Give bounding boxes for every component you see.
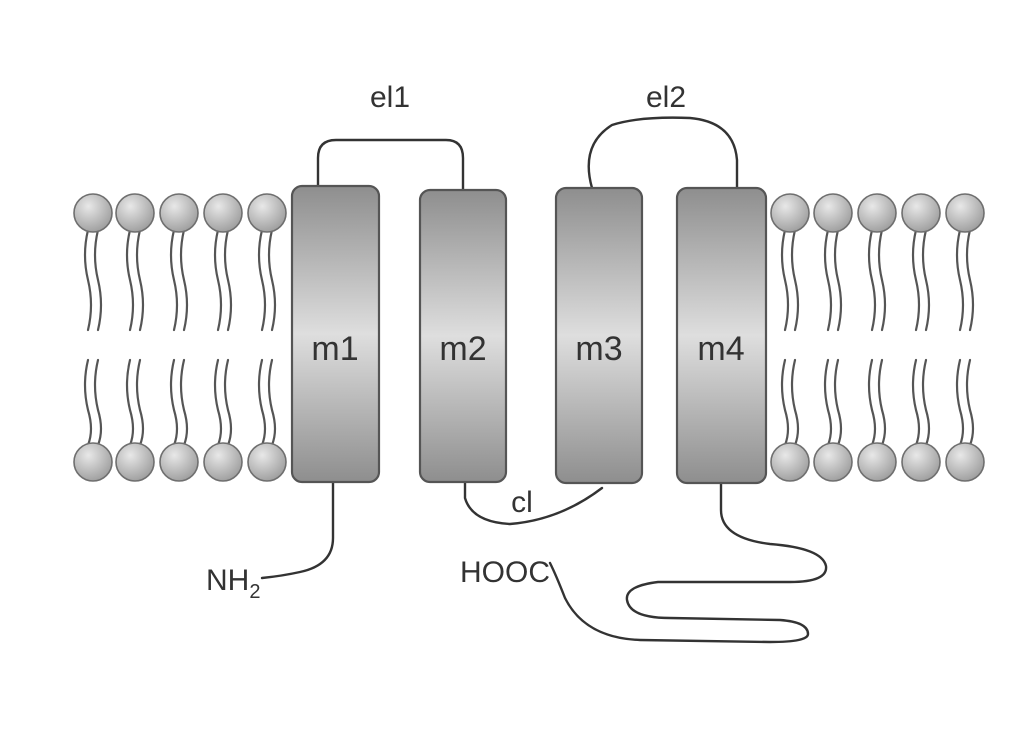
- n-terminus-subscript: 2: [249, 581, 260, 603]
- n-terminus-main: NH: [206, 564, 249, 597]
- c-terminus-label: HOOC: [460, 556, 550, 589]
- lipid-molecule: [248, 194, 286, 481]
- cytoplasmic-loop: [465, 482, 602, 524]
- transmembrane-segment-m4: m4: [677, 188, 766, 483]
- n-terminus-label: NH2: [206, 564, 260, 603]
- lipid-bilayer-right: [771, 194, 984, 481]
- lipid-bilayer-left: [74, 194, 286, 481]
- n-terminus-tail: [262, 480, 333, 578]
- segment-label-m4: m4: [697, 330, 744, 368]
- extracellular-loop-1: [318, 140, 463, 190]
- lipid-molecule: [902, 194, 940, 481]
- segment-label-m2: m2: [439, 330, 486, 368]
- loop-label-cl: cl: [511, 486, 533, 519]
- lipid-molecule: [946, 194, 984, 481]
- segment-label-m1: m1: [311, 330, 358, 368]
- c-terminus-tail: [550, 482, 826, 642]
- lipid-molecule: [116, 194, 154, 481]
- loop-label-el2: el2: [646, 81, 686, 114]
- lipid-molecule: [160, 194, 198, 481]
- lipid-molecule: [204, 194, 242, 481]
- extracellular-loop-2: [589, 118, 737, 188]
- transmembrane-segment-m3: m3: [556, 188, 642, 483]
- lipid-molecule: [771, 194, 809, 481]
- loop-label-el1: el1: [370, 81, 410, 114]
- segment-label-m3: m3: [575, 330, 622, 368]
- transmembrane-segment-m2: m2: [420, 190, 506, 482]
- lipid-molecule: [858, 194, 896, 481]
- transmembrane-segment-m1: m1: [292, 186, 379, 482]
- lipid-molecule: [74, 194, 112, 481]
- lipid-molecule: [814, 194, 852, 481]
